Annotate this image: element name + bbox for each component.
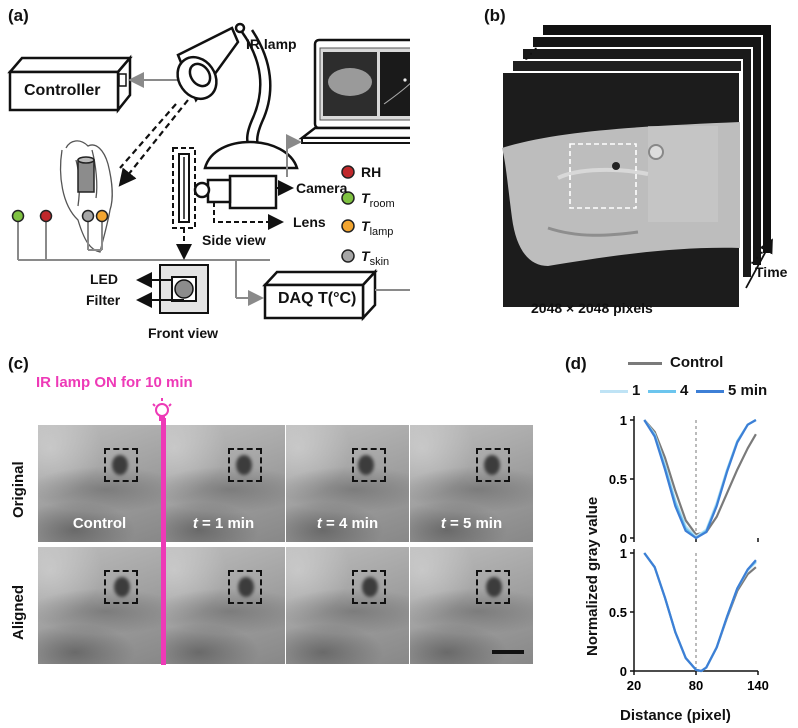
filter-label: Filter xyxy=(86,292,121,308)
time-label: Time xyxy=(755,264,788,280)
x-tick-label-2: 140 xyxy=(747,678,769,693)
y-tick-label-0-0: 1 xyxy=(620,413,627,428)
y-tick-label-1-0: 1 xyxy=(620,546,627,561)
col-label-control: Control xyxy=(72,515,127,532)
cell-aligned-t4 xyxy=(286,547,409,664)
y-tick-label-1-1: 0.5 xyxy=(609,605,627,620)
image-grid: Control t = 1 min t = 4 min t = 5 min xyxy=(38,425,533,665)
image-stack: ⋰ ⋰ xyxy=(501,23,773,309)
cell-aligned-t5 xyxy=(410,547,533,664)
legend-label-control: Control xyxy=(670,354,724,371)
legend-swatch-1 xyxy=(600,390,628,393)
ir-on-marker xyxy=(161,418,166,665)
controller-box xyxy=(7,54,133,114)
col-label-t4: t = 4 min xyxy=(316,515,379,532)
row-label-aligned: Aligned xyxy=(10,585,27,640)
cell-aligned-t1 xyxy=(162,547,285,664)
front-view-drawing xyxy=(159,264,209,314)
cell-original-t1: t = 1 min xyxy=(162,425,285,542)
side-view-label: Side view xyxy=(202,232,266,248)
camera-label: Camera xyxy=(296,180,348,196)
y-tick-label-0-2: 0 xyxy=(620,531,627,546)
pixels-label: 2048 × 2048 pixels xyxy=(531,300,653,316)
camera-drawing xyxy=(193,174,278,210)
laptop-drawing xyxy=(298,38,410,144)
y-tick-label-1-2: 0 xyxy=(620,664,627,679)
legend-label-4: 4 xyxy=(680,382,689,399)
legend-swatch-4 xyxy=(648,390,676,393)
legend-t-skin: Tskin xyxy=(361,248,390,268)
ir-lamp-label: IR lamp xyxy=(246,36,297,52)
x-axis-label: Distance (pixel) xyxy=(620,707,731,724)
x-tick-label-1: 80 xyxy=(689,678,703,693)
legend-label-5: 5 min xyxy=(728,382,768,399)
series-0-3 xyxy=(643,419,757,540)
setup-diagram xyxy=(7,22,410,322)
daq-label: DAQ T(°C) xyxy=(278,290,357,307)
daq-box xyxy=(262,268,378,322)
ir-lamp-note: IR lamp ON for 10 min xyxy=(36,374,193,391)
legend-rh: RH xyxy=(361,164,382,180)
panel-a-label: (a) xyxy=(8,6,29,25)
y-tick-label-0-1: 0.5 xyxy=(609,472,627,487)
controller-label: Controller xyxy=(24,82,101,99)
roi-box xyxy=(569,143,637,209)
cell-original-control: Control xyxy=(38,425,161,542)
panel-d-label: (d) xyxy=(565,354,587,373)
legend-swatch-5 xyxy=(696,390,724,393)
ir-lamp-drawing xyxy=(176,22,299,170)
panel-c-label: (c) xyxy=(8,354,29,373)
col-label-t5: t = 5 min xyxy=(440,515,503,532)
y-axis-label: Normalized gray value xyxy=(584,496,601,656)
legend-swatch-control xyxy=(628,362,662,365)
cell-original-t5: t = 5 min xyxy=(410,425,533,542)
col-label-t1: t = 1 min xyxy=(192,515,255,532)
series-1-2 xyxy=(643,552,757,673)
led-label: LED xyxy=(90,271,118,287)
x-tick-label-0: 20 xyxy=(627,678,641,693)
scale-bar xyxy=(492,650,524,654)
cell-original-t4: t = 4 min xyxy=(286,425,409,542)
legend-t-lamp: Tlamp xyxy=(361,218,394,238)
legend-label-1: 1 xyxy=(632,382,641,399)
legend-t-room: Troom xyxy=(361,190,395,210)
series-1-0 xyxy=(643,552,757,673)
series-1-3 xyxy=(643,552,757,673)
cell-aligned-control xyxy=(38,547,161,664)
front-view-label: Front view xyxy=(148,325,219,341)
panel-b-label: (b) xyxy=(484,6,506,25)
row-label-original: Original xyxy=(10,461,27,518)
sensor-probes xyxy=(17,222,270,306)
series-1-1 xyxy=(643,552,757,673)
svg-text:⋰: ⋰ xyxy=(524,45,538,61)
cylinder-on-hand xyxy=(77,156,95,193)
lens-label: Lens xyxy=(293,214,326,230)
